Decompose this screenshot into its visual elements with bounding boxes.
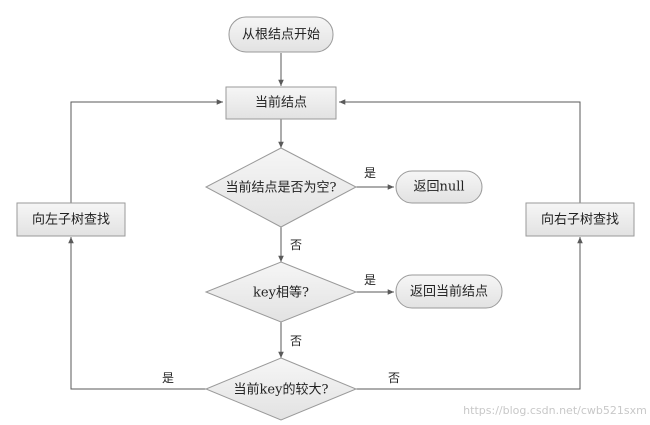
edge-compare-no xyxy=(355,237,583,390)
node-start-label: 从根结点开始 xyxy=(242,28,320,43)
edge-right-to-current xyxy=(339,99,581,203)
edge-label-compare-no: 否 xyxy=(388,371,400,385)
edge-label-equal-no: 否 xyxy=(290,334,302,348)
edge-label-empty-no: 否 xyxy=(290,238,302,252)
node-search-right: 向右子树查找 xyxy=(525,202,635,237)
watermark-text: https://blog.csdn.net/cwb521sxm xyxy=(463,404,647,417)
edge-left-to-current xyxy=(70,99,223,203)
edge-compare-yes xyxy=(68,237,207,390)
node-compare-label: 当前key的较大? xyxy=(234,382,329,398)
node-key-equal: key相等? xyxy=(204,261,358,323)
node-is-empty: 当前结点是否为空? xyxy=(204,147,358,228)
node-start: 从根结点开始 xyxy=(228,16,334,53)
node-return-null-label: 返回null xyxy=(413,180,464,195)
edge-label-empty-yes: 是 xyxy=(364,166,376,180)
node-search-left-label: 向左子树查找 xyxy=(32,212,110,228)
edge-label-compare-yes: 是 xyxy=(162,371,174,385)
node-key-equal-label: key相等? xyxy=(253,285,309,301)
node-search-left: 向左子树查找 xyxy=(16,202,126,237)
node-return-current: 返回当前结点 xyxy=(395,274,503,309)
edge-label-equal-yes: 是 xyxy=(364,273,376,287)
node-compare: 当前key的较大? xyxy=(204,357,358,421)
node-search-right-label: 向右子树查找 xyxy=(541,212,619,228)
node-return-current-label: 返回当前结点 xyxy=(410,284,488,300)
node-current: 当前结点 xyxy=(225,86,337,120)
node-current-label: 当前结点 xyxy=(255,95,307,111)
node-is-empty-label: 当前结点是否为空? xyxy=(226,180,337,196)
node-return-null: 返回null xyxy=(395,170,483,204)
connectors xyxy=(68,53,583,390)
